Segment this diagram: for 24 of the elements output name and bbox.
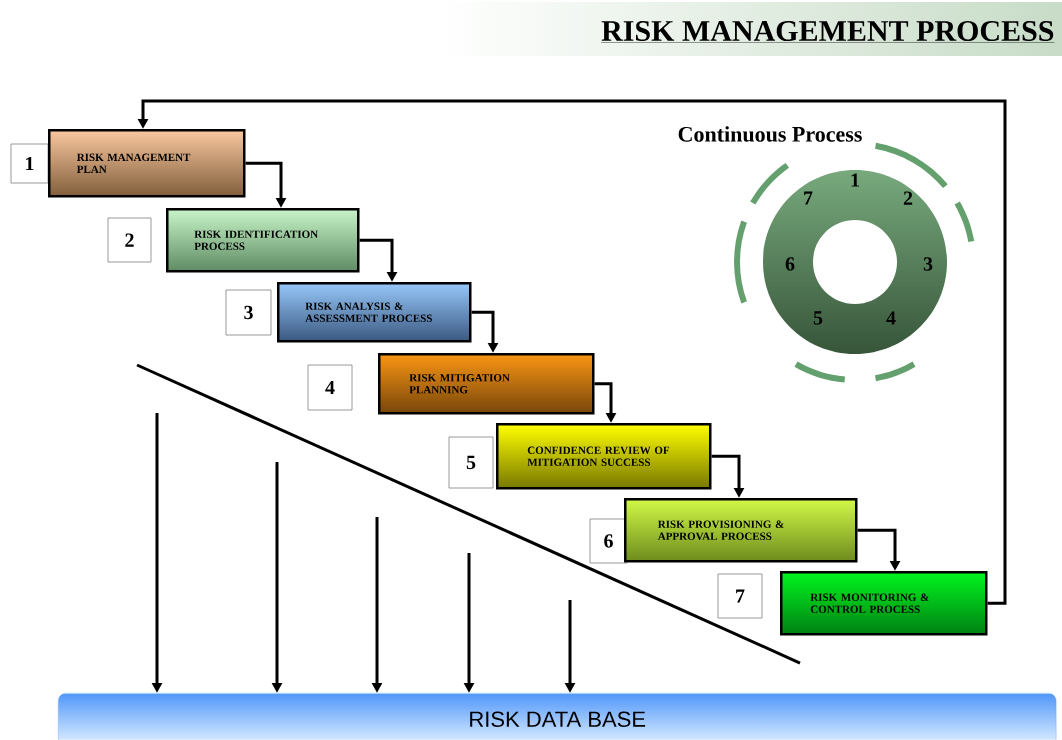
number-box: 5 [448, 436, 494, 489]
number-box: 3 [225, 289, 272, 336]
process-box: RISK PROVISIONING & APPROVAL PROCESS [624, 498, 858, 563]
process-box: RISK IDENTIFICATION PROCESS [166, 208, 360, 273]
process-box: RISK MITIGATION PLANNING [378, 353, 595, 415]
title-banner: RISK MANAGEMENT PROCESS [600, 20, 1055, 43]
ring-number: 3 [923, 257, 933, 271]
number-box: 7 [717, 573, 763, 619]
ring-title: Continuous Process [678, 126, 862, 142]
process-box: RISK MONITORING & CONTROL PROCESS [780, 571, 988, 636]
number-box: 2 [107, 217, 152, 263]
number-box: 4 [307, 364, 353, 411]
number-box: 1 [10, 143, 49, 184]
ring-number: 5 [813, 311, 823, 325]
ring-number: 1 [851, 173, 859, 187]
process-box: RISK MANAGEMENT PLAN [48, 129, 246, 198]
process-box: RISK ANALYSIS & ASSESSMENT PROCESS [277, 282, 472, 343]
database-band: RISK DATA BASE [58, 693, 1057, 740]
ring-number: 2 [903, 191, 913, 205]
ring-number: 6 [785, 257, 795, 271]
ring-number: 4 [886, 311, 896, 325]
number-box: 6 [589, 518, 628, 564]
ring-number: 7 [804, 191, 813, 205]
process-box: CONFIDENCE REVIEW OF MITIGATION SUCCESS [496, 423, 712, 490]
